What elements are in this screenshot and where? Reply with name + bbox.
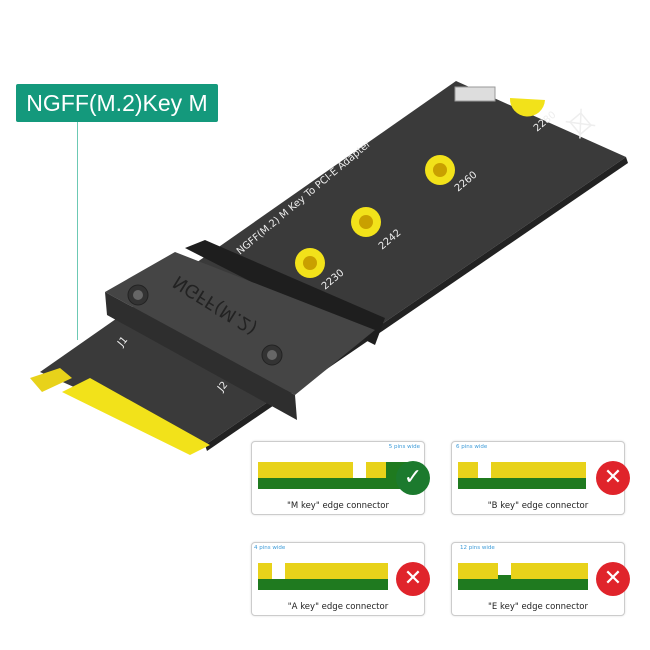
connector-caption: "A key" edge connector [287,602,389,612]
hole-2280 [509,98,545,117]
connector-card-b-key: 6 pins wide "B key" edge connector [451,441,625,515]
pin-width-note: 5 pins wide [388,444,420,450]
leader-line [77,122,78,340]
board [40,81,626,445]
x-icon: ✕ [396,562,430,596]
pin-width-note: 12 pins wide [460,545,495,551]
gold-finger-small [30,368,72,392]
connector-caption: "M key" edge connector [287,501,389,511]
pin-width-note: 6 pins wide [456,444,488,450]
connector-caption: "E key" edge connector [487,602,588,612]
e-key-edge-diagram [458,563,588,590]
weee-bin-icon [565,108,596,139]
a-key-edge-diagram [258,563,388,590]
x-icon: ✕ [596,461,630,495]
check-icon: ✓ [396,461,430,495]
m-key-edge-diagram [258,462,418,489]
b-key-edge-diagram [458,462,586,489]
connector-caption: "B key" edge connector [487,501,589,511]
connector-side [105,292,297,420]
x-icon: ✕ [596,562,630,596]
gold-finger-large [62,378,210,455]
product-title-badge: NGFF(M.2)Key M [16,84,218,122]
connector-card-e-key: 12 pins wide "E key" edge connector [451,542,625,616]
label-sticker [454,86,496,102]
connector-block [105,252,375,395]
pin-width-note: 4 pins wide [254,545,286,551]
